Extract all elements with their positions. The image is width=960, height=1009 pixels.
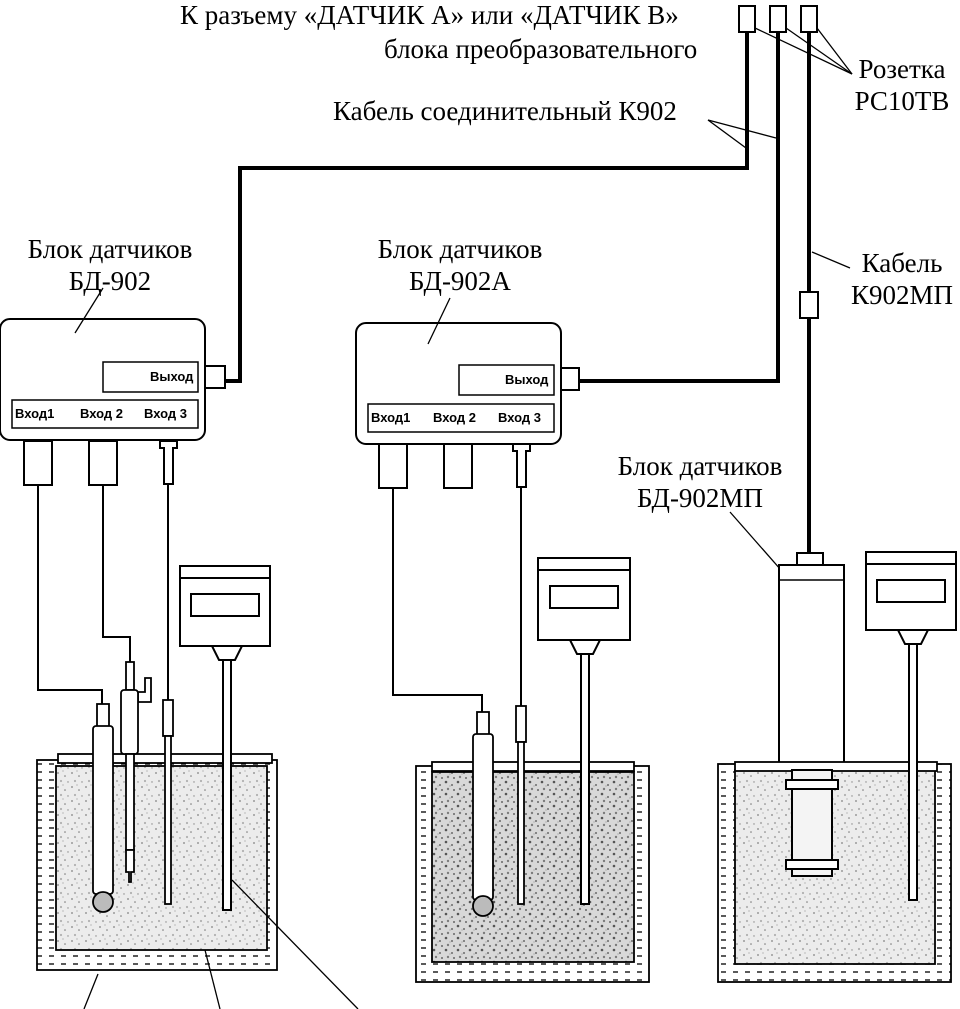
bd902-output-panel bbox=[102, 361, 199, 393]
bd902a-output-label: Выход bbox=[505, 372, 549, 387]
bd902a-input-panel bbox=[367, 403, 555, 433]
connector-label-line2: блока преобразовательного bbox=[384, 34, 698, 64]
bd902a-input2-label: Вход 2 bbox=[433, 410, 476, 425]
socket-label-line2: РС10ТВ bbox=[854, 86, 950, 116]
thermometer-2 bbox=[537, 557, 631, 905]
cable-k902mp-plug bbox=[799, 291, 819, 319]
block2-model: БД-902А bbox=[409, 266, 511, 296]
cable-k902-label: Кабель соединительный К902 bbox=[333, 96, 677, 126]
bd902-temperature-probe bbox=[162, 699, 174, 905]
beaker2-liquid bbox=[431, 771, 635, 963]
bd902a-output-socket bbox=[560, 367, 580, 391]
block2-callout-leader bbox=[427, 297, 451, 345]
block3-title: Блок датчиков bbox=[617, 451, 783, 481]
bd902-probe-wires bbox=[37, 485, 169, 704]
beaker2-lid bbox=[431, 761, 635, 772]
cable-bd902 bbox=[224, 32, 749, 383]
bd902-reference-electrode bbox=[120, 661, 152, 883]
bd902a-ph-electrode bbox=[472, 711, 494, 917]
bd902a-probe-wires bbox=[392, 488, 522, 712]
cable-k902mp-label: Кабель bbox=[861, 248, 943, 278]
socket-callout-leaders bbox=[754, 27, 853, 75]
block2-title: Блок датчиков bbox=[377, 234, 543, 264]
cable-bd902a bbox=[578, 32, 780, 383]
thermometer-1 bbox=[179, 565, 271, 911]
bd902a-temperature-probe bbox=[515, 705, 527, 905]
bd902a-input3-label: Вход 3 bbox=[498, 410, 541, 425]
block1-title: Блок датчиков bbox=[27, 234, 193, 264]
bd902-input1-label: Вход1 bbox=[15, 406, 55, 421]
cable-k902mp-label-line2: К902МП bbox=[850, 280, 953, 310]
connector-label: К разъему «ДАТЧИК А» или «ДАТЧИК В» bbox=[180, 0, 679, 30]
bd902-output-socket bbox=[204, 365, 226, 389]
beaker1-callout-leaders bbox=[83, 879, 359, 1009]
beaker3-lid bbox=[734, 761, 938, 772]
beaker1-liquid bbox=[55, 765, 268, 951]
bd902-input2-label: Вход 2 bbox=[80, 406, 123, 421]
bd902-input-sockets bbox=[23, 440, 178, 486]
bd902-output-label: Выход bbox=[150, 369, 194, 384]
bd902a-input1-label: Вход1 bbox=[371, 410, 411, 425]
bd902-input-panel bbox=[11, 399, 199, 429]
thermometer-3 bbox=[865, 551, 957, 901]
bd902a-output-panel bbox=[458, 364, 555, 396]
block1-model: БД-902 bbox=[68, 266, 152, 296]
bd902-input3-label: Вход 3 bbox=[144, 406, 187, 421]
cable-callout-leaders bbox=[707, 119, 851, 269]
bd902a-input-sockets bbox=[378, 443, 531, 489]
socket-label: Розетка bbox=[858, 54, 946, 84]
bd902mp-housing bbox=[778, 564, 845, 766]
bd902-ph-electrode bbox=[92, 703, 114, 913]
block1-callout-leader bbox=[74, 287, 104, 334]
bd902mp-sensor-head bbox=[785, 769, 839, 877]
bd902mp-cable-gland bbox=[796, 552, 824, 566]
socket-connectors bbox=[738, 5, 818, 33]
block3-model: БД-902МП bbox=[637, 483, 763, 513]
